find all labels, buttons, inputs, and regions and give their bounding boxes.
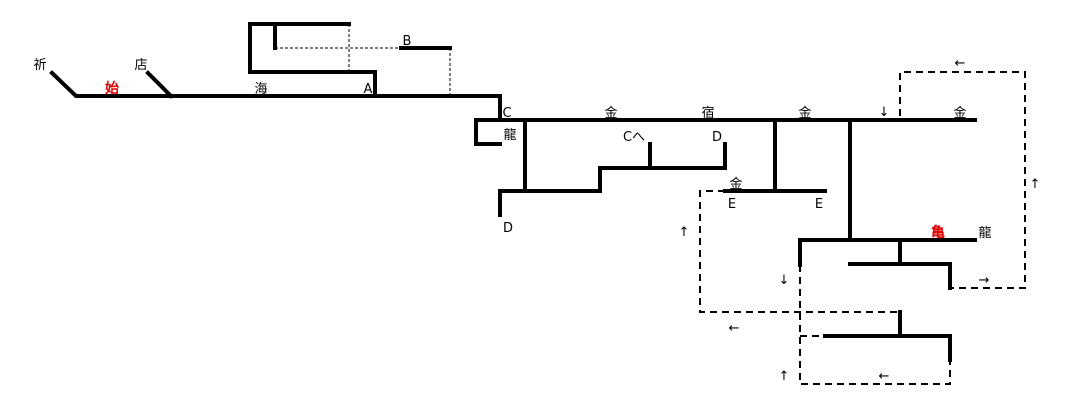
marker-b: B	[403, 34, 412, 49]
station-label: 海	[254, 82, 267, 97]
marker-a: A	[364, 82, 373, 97]
kame-line	[798, 238, 977, 267]
marker-c-to: Cへ	[623, 130, 645, 145]
arrow-right-icon: →	[979, 273, 990, 288]
station-label: 金	[604, 105, 617, 121]
station-label: 金	[953, 105, 966, 121]
station-label: 金	[729, 176, 742, 192]
d-branch	[498, 142, 727, 217]
station-label-start: 始	[105, 80, 119, 97]
branch-ten	[145, 70, 174, 99]
arrow-up-icon: ↑	[1030, 177, 1041, 192]
arrow-up-icon: ↑	[779, 369, 790, 384]
right-loop	[899, 71, 1026, 289]
arrow-up-icon: ↑	[679, 225, 690, 240]
dashed-routes	[699, 71, 1026, 385]
main-line-west	[49, 70, 502, 122]
main-line-east	[474, 118, 977, 146]
station-label: 龍	[978, 225, 991, 241]
bottom-siding	[823, 334, 952, 362]
station-label: 龍	[503, 127, 516, 143]
station-label: 祈	[33, 58, 46, 73]
arrow-down-icon: ↓	[779, 273, 790, 288]
dotted-links	[275, 24, 451, 96]
solid-tracks	[49, 22, 977, 362]
left-loop	[699, 190, 900, 313]
arrow-left-icon: ←	[955, 56, 966, 71]
arrow-down-icon: ↓	[879, 105, 890, 120]
arrow-left-icon: ←	[729, 321, 740, 336]
station-label: 宿	[701, 105, 714, 121]
station-label: 金	[798, 105, 811, 121]
marker-d: D	[503, 221, 513, 236]
marker-d: D	[712, 130, 722, 145]
station-label-kame: 亀	[931, 224, 945, 241]
station-label: 店	[134, 58, 147, 73]
bottom-loop	[799, 265, 951, 385]
marker-c: C	[502, 106, 511, 121]
arrow-left-icon: ←	[879, 369, 890, 384]
marker-e: E	[815, 197, 823, 212]
lower-siding	[848, 262, 952, 290]
marker-e: E	[728, 197, 736, 212]
upper-loop	[248, 22, 377, 98]
